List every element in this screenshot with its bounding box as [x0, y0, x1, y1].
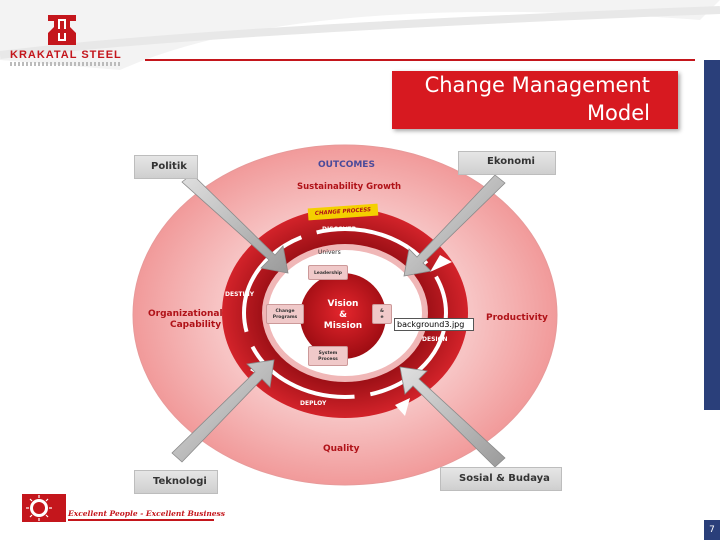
box-right-inner: & e — [372, 304, 392, 324]
krakatau-steel-logo — [48, 15, 76, 45]
label-design: DESIGN — [422, 336, 448, 343]
title-line-2: Model — [586, 101, 650, 125]
arrow-politik — [181, 173, 289, 274]
label-outcomes: OUTCOMES — [318, 160, 375, 170]
company-subtitle-decoration — [10, 62, 120, 66]
change-programs-line-1: Change — [275, 309, 295, 314]
right-inner-line-2: e — [380, 315, 384, 320]
box-leadership: Leadership — [308, 265, 348, 280]
factor-politik: Politik — [134, 155, 198, 179]
label-univers: Univers — [318, 249, 341, 256]
factor-teknologi: Teknologi — [134, 470, 218, 494]
change-programs-line-2: Programs — [272, 315, 298, 320]
page-number: 7 — [704, 520, 720, 540]
footer-slogan: Excellent People - Excellent Business — [68, 509, 225, 518]
vision-mission-core — [300, 273, 386, 359]
footer-underline — [68, 519, 214, 521]
core-mission: Mission — [323, 321, 363, 331]
core-text: Vision & Mission — [313, 299, 373, 332]
footer-logo — [22, 494, 66, 522]
title-box: Change Management Model — [392, 71, 678, 129]
arrow-ekonomi — [403, 174, 506, 277]
company-name: KRAKATAL STEEL — [10, 49, 122, 61]
systems-process-line-2: Process — [318, 357, 338, 362]
label-discover: DISCOVER — [322, 226, 357, 233]
image-placeholder-label: background3.jpg — [394, 318, 474, 331]
factor-sosial-budaya: Sosial & Budaya — [440, 467, 562, 491]
systems-process-line-1: System — [318, 351, 338, 356]
arrow-teknologi — [171, 359, 275, 463]
title-line-1: Change Management — [424, 73, 650, 97]
factor-ekonomi: Ekonomi — [458, 151, 556, 175]
box-change-programs: Change Programs — [266, 304, 304, 324]
label-deploy: DEPLOY — [300, 400, 327, 407]
right-inner-line-1: & — [380, 309, 384, 314]
header-divider — [145, 59, 695, 61]
core-vision: Vision — [327, 299, 359, 309]
arrow-sosial-budaya — [399, 366, 506, 468]
label-quality: Quality — [323, 444, 360, 454]
label-organizational: Organizational — [148, 309, 223, 319]
core-ampersand: & — [339, 310, 347, 320]
label-capability: Capability — [170, 320, 222, 330]
label-productivity: Productivity — [486, 313, 548, 323]
box-systems-process: System Process — [308, 346, 348, 366]
side-accent-bar — [704, 60, 720, 410]
label-sustainability-growth: Sustainability Growth — [297, 182, 402, 192]
label-destiny: DESTINY — [225, 291, 255, 298]
sun-emblem-icon — [26, 495, 52, 521]
